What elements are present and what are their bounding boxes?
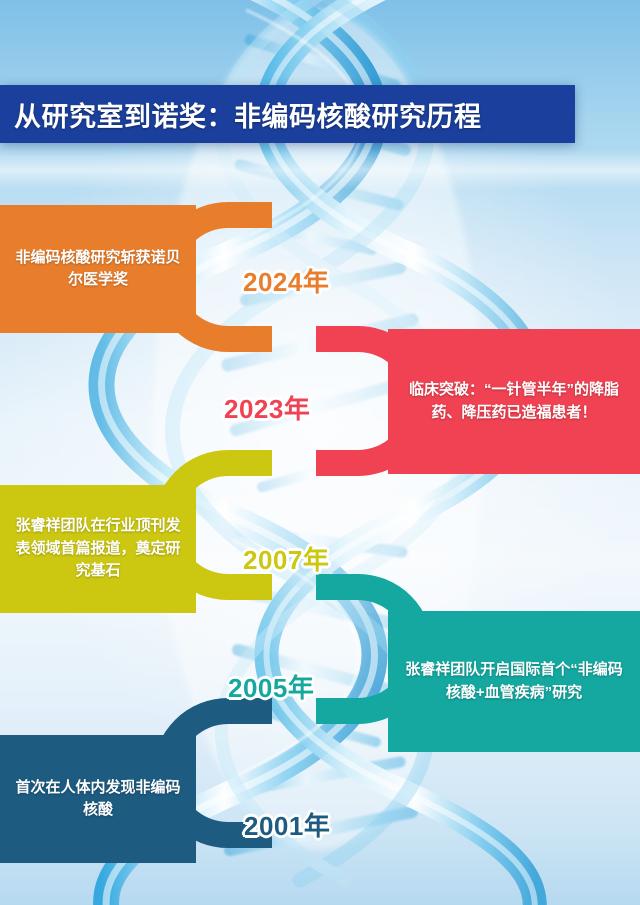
timeline-card-text-2007: 张睿祥团队在行业顶刊发表领域首篇报道，奠定研究基石 [15, 517, 181, 580]
timeline-year-2024: 2024年 [243, 267, 330, 297]
timeline-card-2024[interactable]: 非编码核酸研究斩获诺贝尔医学奖 [0, 205, 196, 333]
timeline-card-text-2023: 临床突破：“一针管半年”的降脂药、降压药已造福患者！ [408, 381, 619, 421]
timeline-card-text-2001: 首次在人体内发现非编码核酸 [15, 778, 181, 819]
timeline-card-2023[interactable]: 临床突破：“一针管半年”的降脂药、降压药已造福患者！ [388, 329, 640, 474]
timeline-card-text-2005: 张睿祥团队开启国际首个“非编码核酸+血管疾病”研究 [405, 661, 623, 701]
timeline-card-text-2024: 非编码核酸研究斩获诺贝尔医学奖 [15, 248, 181, 289]
timeline-year-2001: 2001年 [244, 811, 331, 841]
timeline-year-2023: 2023年 [224, 394, 311, 424]
background-sheen [0, 150, 640, 190]
timeline-year-2005: 2005年 [228, 673, 315, 703]
page-title-bar: 从研究室到诺奖：非编码核酸研究历程 [0, 85, 575, 143]
timeline-card-2001[interactable]: 首次在人体内发现非编码核酸 [0, 735, 196, 863]
timeline-card-2007[interactable]: 张睿祥团队在行业顶刊发表领域首篇报道，奠定研究基石 [0, 485, 196, 613]
page-title: 从研究室到诺奖：非编码核酸研究历程 [14, 101, 482, 132]
timeline-card-2005[interactable]: 张睿祥团队开启国际首个“非编码核酸+血管疾病”研究 [388, 611, 640, 752]
timeline-year-2007: 2007年 [243, 545, 330, 575]
